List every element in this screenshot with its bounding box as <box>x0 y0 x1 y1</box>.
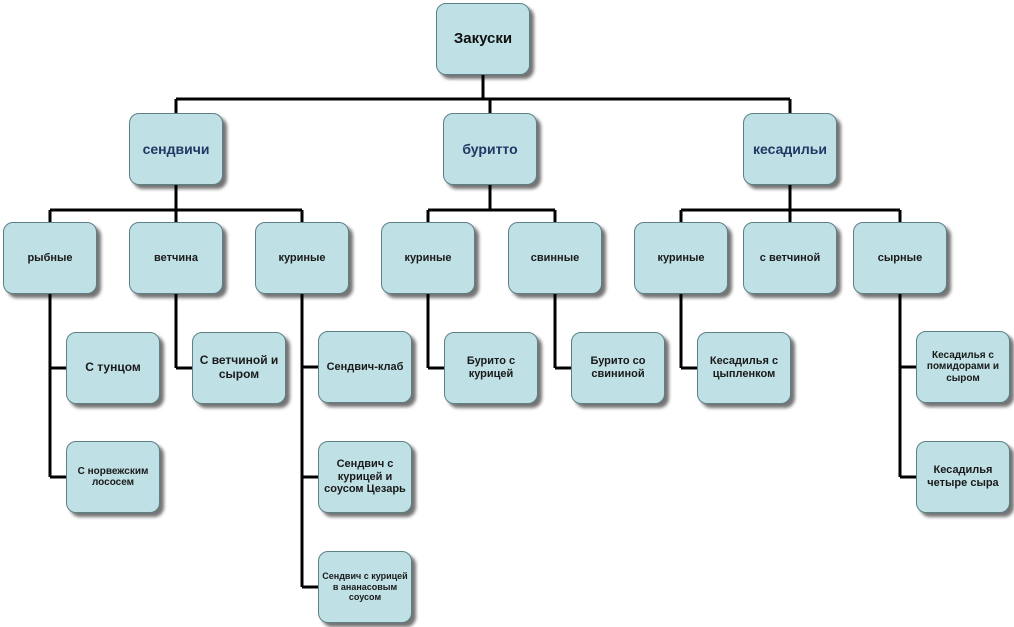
leaf-ham-cheese: С ветчиной и сыром <box>192 332 286 404</box>
leaf-pineapple-sandwich: Сендвич с курицей в ананасовым соусом <box>318 551 412 623</box>
group-chicken-quesadilla: куриные <box>634 222 728 294</box>
leaf-four-cheese-quesadilla: Кесадилья четыре сыра <box>916 441 1010 513</box>
group-fish: рыбные <box>3 222 97 294</box>
group-chicken-sandwich: куриные <box>255 222 349 294</box>
leaf-chicken-burrito: Бурито с курицей <box>444 332 538 404</box>
group-ham: ветчина <box>129 222 223 294</box>
leaf-norwegian-salmon: С норвежским лососем <box>66 441 160 513</box>
leaf-pork-burrito: Бурито со свининой <box>571 332 665 404</box>
leaf-tuna: С тунцом <box>66 332 160 404</box>
group-ham-quesadilla: с ветчиной <box>743 222 837 294</box>
root-node: Закуски <box>436 3 530 75</box>
category-burrito: буритто <box>443 113 537 185</box>
leaf-tomato-cheese-quesadilla: Кесадилья с помидорами и сыром <box>916 331 1010 403</box>
category-sandwiches: сендвичи <box>129 113 223 185</box>
group-cheese-quesadilla: сырные <box>853 222 947 294</box>
leaf-caesar-sandwich: Сендвич с курицей и соусом Цезарь <box>318 441 412 513</box>
leaf-club-sandwich: Сендвич-клаб <box>318 331 412 403</box>
group-chicken-burrito: куриные <box>381 222 475 294</box>
leaf-chicken-quesadilla: Кесадилья с цыпленком <box>697 332 791 404</box>
category-quesadillas: кесадильи <box>743 113 837 185</box>
group-pork-burrito: свинные <box>508 222 602 294</box>
